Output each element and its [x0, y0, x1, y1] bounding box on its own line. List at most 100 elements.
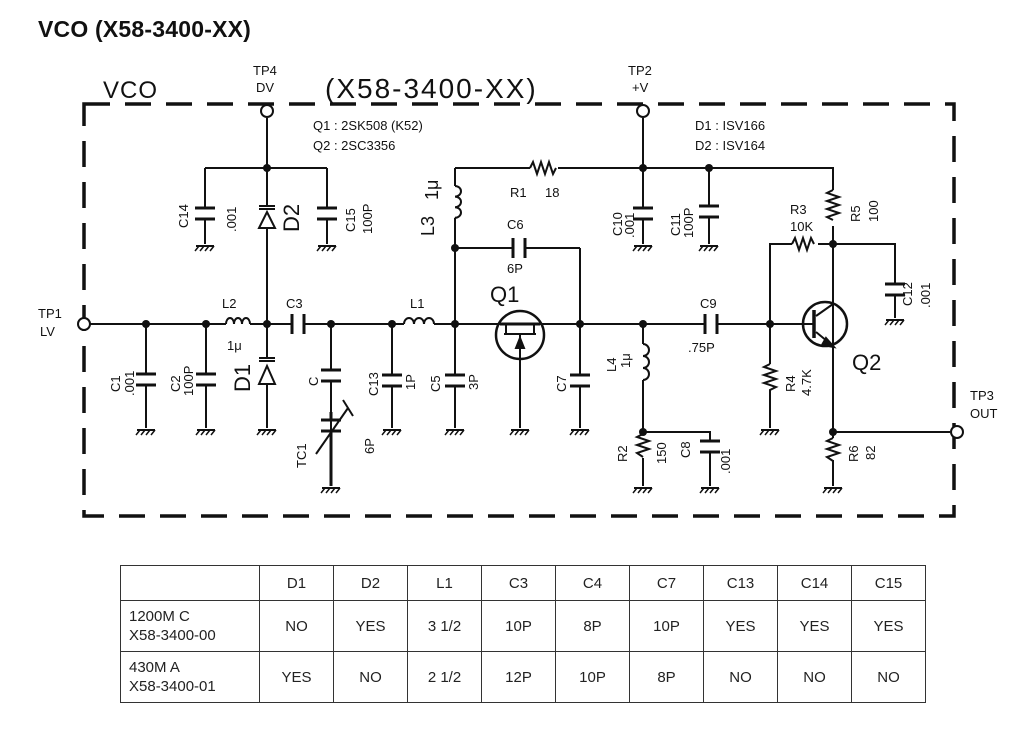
junction-dots	[142, 164, 837, 436]
tp4-label: TP4	[253, 63, 277, 78]
note-d1: D1 : ISV166	[695, 118, 765, 133]
table-cell: 8P	[629, 651, 704, 703]
table-cell: NO	[703, 651, 778, 703]
tc1-value: 6P	[362, 438, 377, 454]
table-header-cell: L1	[407, 565, 482, 601]
capacitor-c9	[703, 314, 719, 334]
c13-label: C13	[366, 372, 381, 396]
table-cell: NO	[333, 651, 408, 703]
wire-c4-c13	[330, 324, 393, 486]
table-cell: 10P	[629, 600, 704, 652]
capacitor-c3	[290, 314, 306, 334]
table-cell: YES	[333, 600, 408, 652]
tp4-sublabel: DV	[256, 80, 274, 95]
l2-value: 1μ	[227, 338, 242, 353]
c1-value: .001	[122, 371, 137, 396]
capacitor-c10	[633, 206, 653, 221]
inductor-l4	[642, 343, 650, 381]
resistor-r4	[760, 363, 780, 394]
c8-value: .001	[718, 449, 733, 474]
capacitor-c8	[700, 439, 720, 454]
tp2-label: TP2	[628, 63, 652, 78]
resistor-r2	[633, 433, 653, 458]
table-row: 430M A X58-3400-01 YES NO 2 1/2 12P 10P …	[120, 651, 926, 703]
capacitor-c15	[317, 206, 337, 221]
c11-label: C11	[668, 213, 683, 236]
page-title: VCO (X58-3400-XX)	[38, 16, 252, 42]
c5-value: 3P	[466, 374, 481, 390]
r5-label: R5	[848, 205, 863, 222]
table-header-row: D1 D2 L1 C3 C4 C7 C13 C14 C15	[120, 565, 926, 601]
note-q1: Q1 : 2SK508 (K52)	[313, 118, 423, 133]
capacitor-c13	[382, 373, 402, 388]
c11-value: 100P	[681, 208, 696, 238]
test-point-tp2	[636, 104, 650, 118]
row-label-line: 430M A	[129, 659, 180, 676]
r6-value: 82	[863, 446, 878, 460]
tp3-label: TP3	[970, 388, 994, 403]
row-label-line: X58-3400-00	[129, 627, 216, 644]
transistor-q1	[494, 309, 546, 361]
tc1-label: TC1	[294, 443, 309, 468]
trimmer-tc1	[315, 399, 354, 455]
row-label-line: 1200M C	[129, 608, 190, 625]
frame-title-left: VCO	[103, 77, 158, 104]
l3-value: 1μ	[422, 180, 442, 200]
table-row-label: 1200M C X58-3400-00	[120, 600, 260, 652]
c6-value: 6P	[507, 261, 523, 276]
table-cell: YES	[851, 600, 926, 652]
test-point-tp4	[260, 104, 274, 118]
table-cell: YES	[703, 600, 778, 652]
tp1-sublabel: LV	[40, 324, 55, 339]
transistor-q2	[801, 300, 849, 432]
resistor-r3	[791, 234, 815, 254]
table-cell: 10P	[481, 600, 556, 652]
c1-label: C1	[108, 375, 123, 392]
r4-value: 4.7K	[799, 369, 814, 396]
table-header-cell: C3	[481, 565, 556, 601]
l3-label: L3	[418, 216, 438, 236]
note-q2: Q2 : 2SC3356	[313, 138, 395, 153]
c3-label: C3	[286, 296, 303, 311]
c15-label: C15	[343, 208, 358, 232]
c12-value: .001	[918, 283, 933, 308]
r5-value: 100	[866, 200, 881, 222]
c5-label: C5	[428, 375, 443, 392]
c8-label: C8	[678, 441, 693, 458]
capacitor-c14	[195, 206, 215, 221]
tp3-sublabel: OUT	[970, 406, 998, 421]
table-header-cell	[120, 565, 260, 601]
capacitor-c1	[136, 372, 156, 387]
capacitor-c5	[445, 373, 465, 388]
resistor-r5	[823, 189, 843, 221]
c14-value: .001	[224, 207, 239, 232]
c2-value: 100P	[181, 366, 196, 396]
frame-title-right: (X58-3400-XX)	[325, 73, 538, 104]
wire-c1-c2	[145, 324, 207, 428]
c14-label: C14	[176, 204, 191, 228]
capacitor-c11	[699, 204, 719, 219]
c6-label: C6	[507, 217, 524, 232]
table-row-label: 430M A X58-3400-01	[120, 651, 260, 703]
wire-q2	[805, 323, 950, 486]
r6-label: R6	[846, 445, 861, 462]
c15-value: 100P	[360, 204, 375, 234]
wire-c12	[833, 243, 896, 318]
r2-value: 150	[654, 442, 669, 464]
row-label-line: X58-3400-01	[129, 678, 216, 695]
table-header-cell: C15	[851, 565, 926, 601]
r3-label: R3	[790, 202, 807, 217]
c13-value: 1P	[403, 374, 418, 390]
test-point-tp3	[950, 425, 964, 439]
d1-label: D1	[230, 364, 255, 392]
c10-value: .001	[622, 213, 637, 238]
inductor-l3	[454, 185, 462, 248]
table-cell: NO	[259, 600, 334, 652]
tp1-label: TP1	[38, 306, 62, 321]
table-cell: NO	[851, 651, 926, 703]
capacitor-c6	[511, 238, 527, 258]
wire-c5-q1-c7	[454, 248, 581, 428]
table-cell: NO	[777, 651, 852, 703]
capacitor-c2	[196, 372, 216, 387]
c9-label: C9	[700, 296, 717, 311]
